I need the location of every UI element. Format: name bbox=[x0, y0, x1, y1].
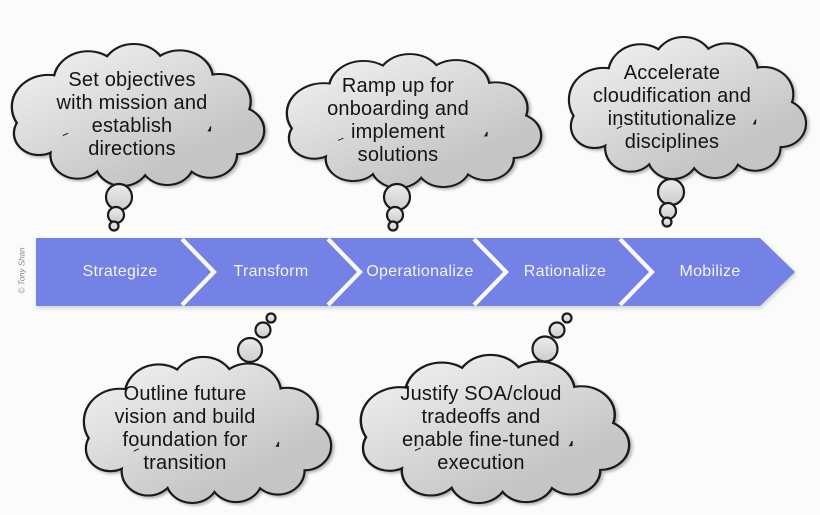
caption-line: execution bbox=[437, 452, 525, 474]
caption-line: vision and build bbox=[114, 406, 256, 428]
chevron-separator-1 bbox=[180, 237, 217, 307]
stage-separator-chevrons bbox=[180, 237, 655, 307]
caption-line: foundation for bbox=[122, 429, 248, 451]
cloud-caption-operationalize: Ramp up for onboarding and implement sol… bbox=[268, 75, 528, 167]
tail-bubbles bbox=[104, 177, 686, 364]
caption-line: Set objectives bbox=[68, 69, 196, 91]
caption-line: enable fine-tuned bbox=[402, 429, 560, 451]
caption-line: tradeoffs and bbox=[421, 406, 541, 428]
stage-label-transform: Transform bbox=[233, 263, 309, 280]
caption-line: cloudification and bbox=[592, 85, 752, 107]
caption-line: directions bbox=[88, 138, 176, 160]
cloud-caption-strategize: Set objectives with mission and establis… bbox=[2, 69, 262, 161]
caption-line: Outline future bbox=[123, 383, 247, 405]
cloud-caption-mobilize: Accelerate cloudification and institutio… bbox=[542, 62, 802, 154]
caption-line: Ramp up for bbox=[341, 75, 455, 97]
caption-line: Justify SOA/cloud bbox=[400, 383, 562, 405]
caption-line: establish bbox=[91, 115, 173, 137]
process-arrow bbox=[36, 237, 795, 307]
caption-line: disciplines bbox=[624, 131, 720, 153]
stage-label-strategize: Strategize bbox=[82, 263, 158, 280]
chevron-separator-2 bbox=[326, 237, 363, 307]
copyright-text: © Tony Shan bbox=[17, 247, 27, 294]
cloud-caption-transform: Outline future vision and build foundati… bbox=[55, 383, 315, 475]
caption-line: solutions bbox=[357, 144, 439, 166]
caption-line: onboarding and bbox=[327, 98, 469, 120]
caption-line: implement bbox=[350, 121, 446, 143]
stage-label-mobilize: Mobilize bbox=[679, 263, 741, 280]
caption-line: with mission and bbox=[56, 92, 208, 114]
cloud-caption-rationalize: Justify SOA/cloud tradeoffs and enable f… bbox=[351, 383, 611, 475]
stage-label-rationalize: Rationalize bbox=[523, 263, 607, 280]
arrow-band bbox=[36, 238, 795, 306]
caption-line: transition bbox=[143, 452, 227, 474]
caption-line: institutionalize bbox=[607, 108, 737, 130]
chevron-separator-3 bbox=[472, 237, 509, 307]
stage-label-operationalize: Operationalize bbox=[366, 263, 474, 280]
chevron-separator-4 bbox=[618, 237, 655, 307]
caption-line: Accelerate bbox=[623, 62, 721, 84]
